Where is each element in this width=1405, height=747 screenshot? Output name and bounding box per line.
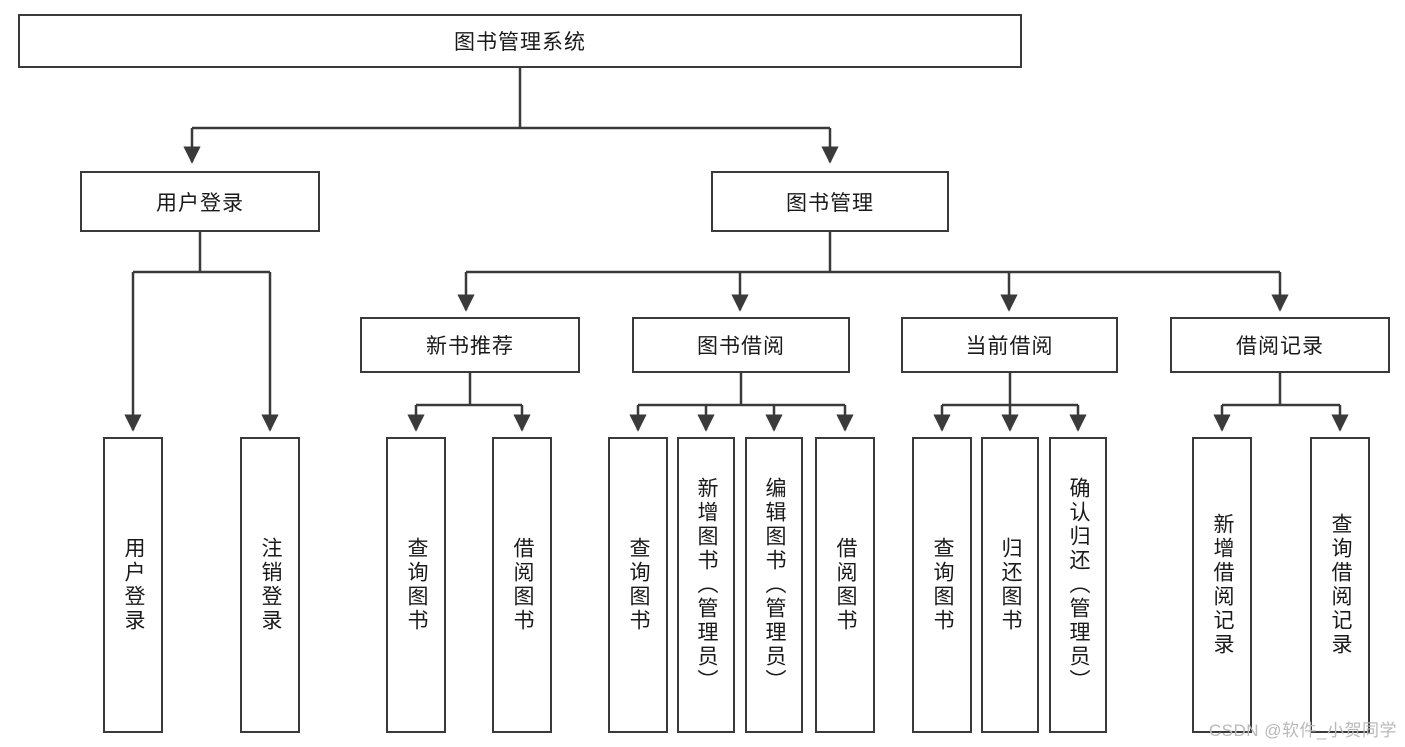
leaf-query-record[interactable]: 查询借阅记录 — [1310, 437, 1370, 733]
node-new-book-recommend-label: 新书推荐 — [426, 335, 514, 358]
leaf-query-book-1[interactable]: 查询图书 — [386, 437, 446, 733]
node-user-login[interactable]: 用户登录 — [80, 171, 320, 232]
leaf-query-record-label: 查询借阅记录 — [1329, 513, 1353, 657]
leaf-query-book-3-label: 查询图书 — [931, 537, 955, 633]
leaf-return-book-label: 归还图书 — [999, 537, 1023, 633]
node-borrow-record-label: 借阅记录 — [1236, 335, 1324, 358]
leaf-query-book-3[interactable]: 查询图书 — [912, 437, 972, 733]
node-current-borrow[interactable]: 当前借阅 — [901, 317, 1118, 373]
leaf-borrow-book-1[interactable]: 借阅图书 — [492, 437, 552, 733]
leaf-query-book-2[interactable]: 查询图书 — [608, 437, 668, 733]
leaf-add-record[interactable]: 新增借阅记录 — [1192, 437, 1252, 733]
node-system-title-label: 图书管理系统 — [454, 31, 586, 54]
node-system-title[interactable]: 图书管理系统 — [18, 14, 1022, 68]
leaf-query-book-2-label: 查询图书 — [627, 537, 651, 633]
csdn-watermark: CSDN @软件_小贺同学 — [1208, 721, 1397, 740]
node-borrow-record[interactable]: 借阅记录 — [1170, 317, 1390, 373]
node-book-management-label: 图书管理 — [786, 191, 874, 215]
node-book-borrow[interactable]: 图书借阅 — [632, 317, 850, 373]
leaf-return-book[interactable]: 归还图书 — [981, 437, 1039, 733]
leaf-borrow-book-1-label: 借阅图书 — [511, 537, 535, 633]
leaf-borrow-book-2-label: 借阅图书 — [834, 537, 858, 633]
leaf-add-book[interactable]: 新增图书（管理员） — [677, 437, 735, 733]
leaf-edit-book[interactable]: 编辑图书（管理员） — [745, 437, 803, 733]
leaf-user-login-label: 用户登录 — [122, 537, 146, 633]
node-current-borrow-label: 当前借阅 — [965, 335, 1054, 358]
leaf-edit-book-label: 编辑图书（管理员） — [763, 477, 787, 693]
leaf-add-book-label: 新增图书（管理员） — [695, 477, 719, 693]
node-book-management[interactable]: 图书管理 — [711, 171, 949, 232]
leaf-confirm-return-label: 确认归还（管理员） — [1067, 477, 1091, 693]
leaf-borrow-book-2[interactable]: 借阅图书 — [815, 437, 875, 733]
node-new-book-recommend[interactable]: 新书推荐 — [360, 317, 580, 373]
node-book-borrow-label: 图书借阅 — [697, 335, 785, 358]
leaf-logout-login[interactable]: 注销登录 — [240, 437, 300, 733]
leaf-add-record-label: 新增借阅记录 — [1211, 513, 1235, 657]
node-user-login-label: 用户登录 — [156, 191, 244, 215]
leaf-confirm-return[interactable]: 确认归还（管理员） — [1049, 437, 1107, 733]
leaf-logout-login-label: 注销登录 — [259, 537, 283, 633]
leaf-query-book-1-label: 查询图书 — [405, 537, 429, 633]
leaf-user-login[interactable]: 用户登录 — [103, 437, 163, 733]
